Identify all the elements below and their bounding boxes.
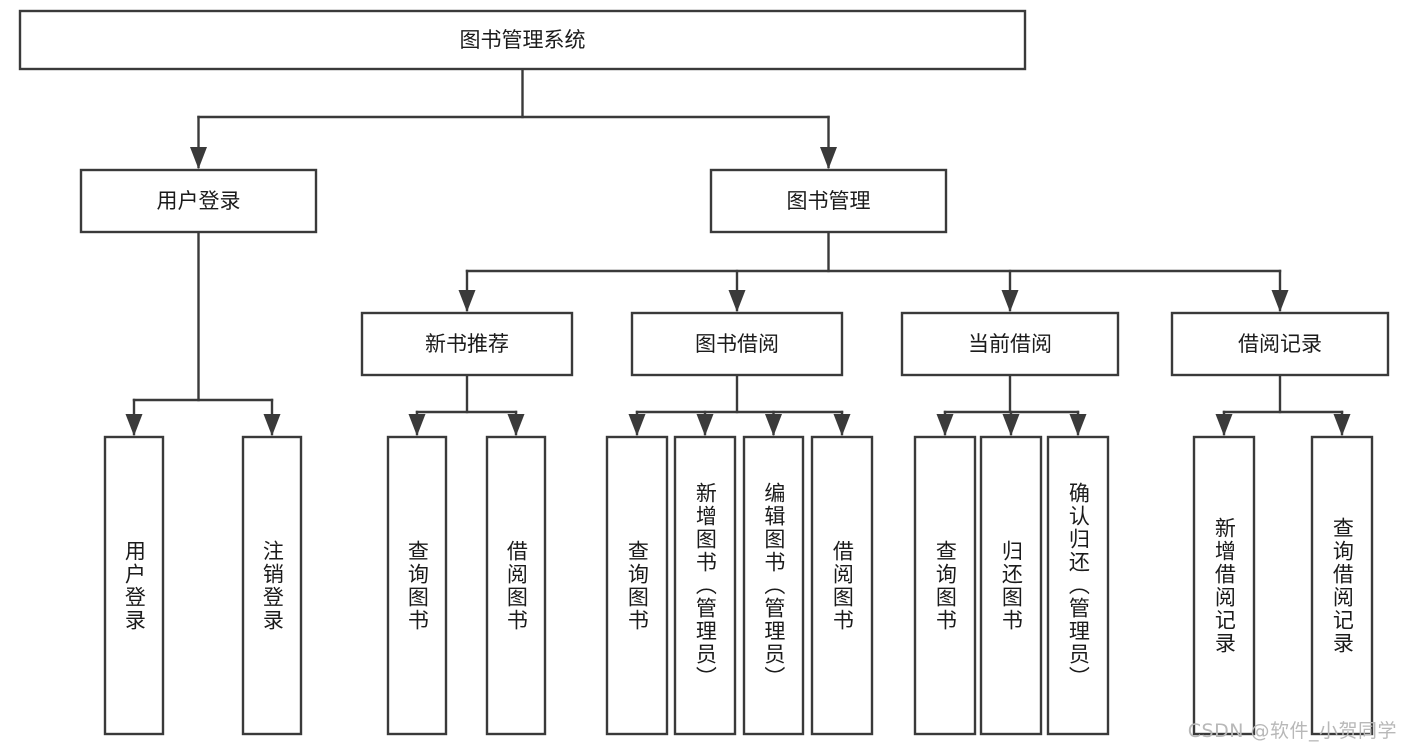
- root-node-label-0: 图书管理系统: [460, 28, 586, 52]
- arrowhead-leaf-3-2: [1069, 414, 1087, 436]
- level2-node-label-1: 图书管理: [787, 189, 871, 213]
- level3-node-box-0[interactable]: [360, 311, 574, 377]
- connector-lines: [125, 67, 1351, 436]
- leaf-node-box-11[interactable]: [1192, 435, 1256, 736]
- leaf-node-box-4[interactable]: [605, 435, 669, 736]
- leaf-node-box-8[interactable]: [913, 435, 977, 736]
- leaf-node-box-0[interactable]: [103, 435, 165, 736]
- level2-node-box-1[interactable]: [709, 168, 948, 234]
- arrowhead-leaf-0-0: [125, 414, 143, 436]
- leaf-node-box-5[interactable]: [673, 435, 737, 736]
- arrowhead-level2-1: [820, 147, 837, 169]
- node-boxes: [18, 9, 1390, 736]
- level3-node-box-1[interactable]: [630, 311, 844, 377]
- leaf-node-box-6[interactable]: [742, 435, 805, 736]
- arrowhead-leaf-3-1: [1002, 414, 1020, 436]
- leaf-node-box-3[interactable]: [485, 435, 547, 736]
- arrowhead-level3-0: [458, 290, 476, 312]
- arrowhead-level2-0: [190, 147, 207, 169]
- arrowhead-leaf-2-3: [833, 414, 851, 436]
- arrowhead-leaf-3-0: [936, 414, 954, 436]
- level3-node-box-2[interactable]: [900, 311, 1120, 377]
- arrowhead-leaf-2-0: [628, 414, 646, 436]
- leaf-node-box-10[interactable]: [1046, 435, 1110, 736]
- level3-node-label-3: 借阅记录: [1238, 332, 1322, 356]
- level3-node-label-0: 新书推荐: [425, 332, 509, 356]
- arrowhead-level3-3: [1271, 290, 1289, 312]
- arrowhead-leaf-1-0: [408, 414, 426, 436]
- arrowhead-leaf-4-1: [1333, 414, 1351, 436]
- root-node-box-0[interactable]: [18, 9, 1027, 71]
- leaf-node-box-1[interactable]: [241, 435, 303, 736]
- level3-node-label-1: 图书借阅: [695, 332, 779, 356]
- watermark-text: CSDN @软件_小贺同学: [1187, 720, 1397, 742]
- arrowhead-leaf-2-2: [765, 414, 782, 436]
- level3-node-box-3[interactable]: [1170, 311, 1390, 377]
- arrowhead-level3-1: [728, 290, 746, 312]
- arrowhead-leaf-4-0: [1215, 414, 1233, 436]
- level2-node-label-0: 用户登录: [157, 189, 241, 213]
- arrowhead-leaf-1-1: [507, 414, 525, 436]
- leaf-node-box-9[interactable]: [979, 435, 1043, 736]
- arrowhead-leaf-2-1: [696, 414, 714, 436]
- level3-node-label-2: 当前借阅: [968, 332, 1052, 356]
- arrowhead-leaf-0-1: [263, 414, 281, 436]
- leaf-node-box-7[interactable]: [810, 435, 874, 736]
- leaf-node-box-12[interactable]: [1310, 435, 1374, 736]
- leaf-node-box-2[interactable]: [386, 435, 448, 736]
- level2-node-box-0[interactable]: [79, 168, 318, 234]
- arrowhead-level3-2: [1001, 290, 1019, 312]
